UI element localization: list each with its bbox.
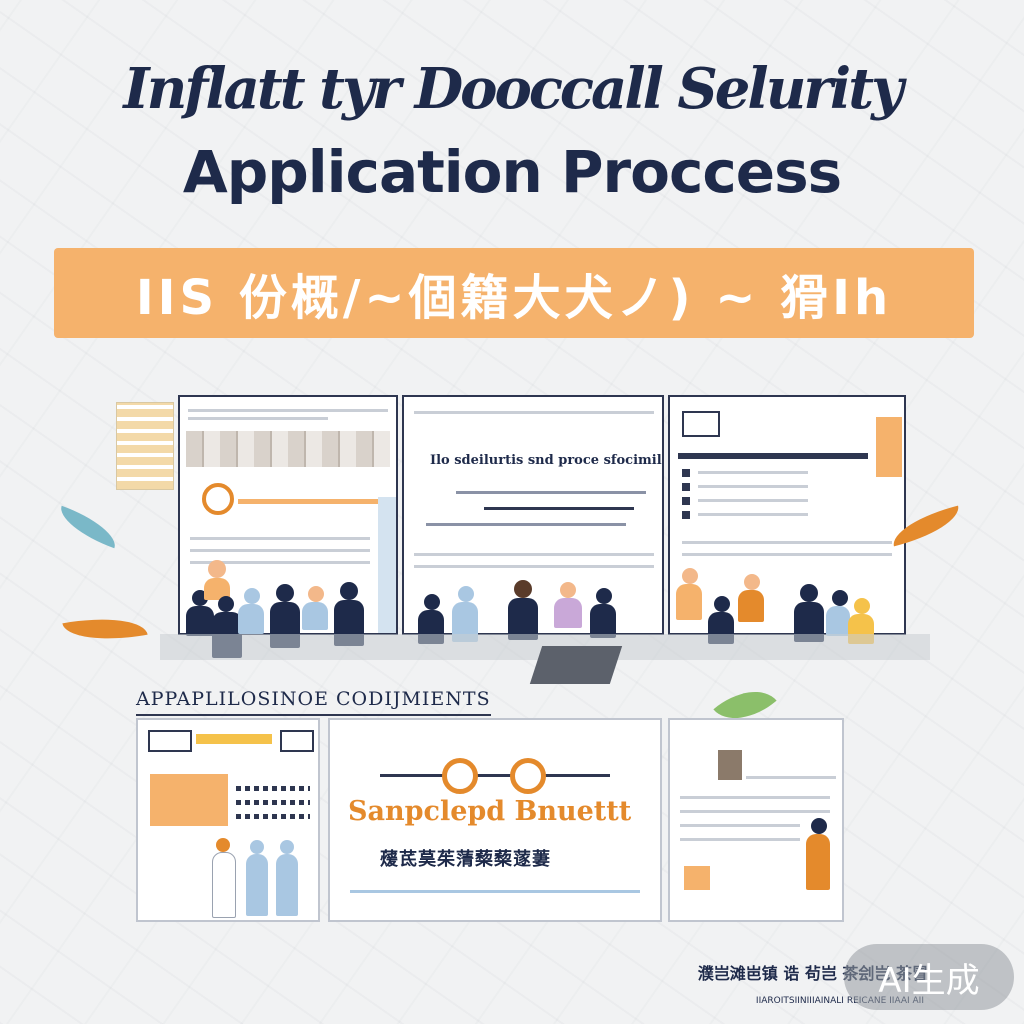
text-line [698, 471, 808, 474]
section-label: APPAPLILOSINOE CODIJMIENTS [136, 688, 491, 716]
divider-line [484, 507, 634, 510]
side-bar [378, 497, 396, 633]
panel-header-strip [186, 431, 390, 467]
text-line [414, 411, 654, 414]
bullet-list [682, 467, 690, 519]
panel-caption: Ilo sdeilurtis snd proce sfocimilatiis [430, 453, 662, 468]
text-line [682, 541, 892, 544]
page-title: Inflatt tyr Dooccall Selurity [123, 56, 903, 122]
text-line [680, 838, 800, 841]
footer-small-text: IIAROITSIINIIIAINALI REICANE IIAAI AII [755, 996, 924, 1006]
number-one-icon [876, 417, 902, 477]
text-line [414, 553, 654, 556]
dotted-line [236, 800, 310, 805]
text-line [698, 485, 808, 488]
text-line [190, 561, 370, 564]
documents-panel-1 [136, 718, 320, 922]
laptop-icon [529, 646, 623, 684]
process-panel-2: Ilo sdeilurtis snd proce sfocimilatiis [402, 395, 664, 635]
text-line [682, 553, 892, 556]
page-subtitle: Application Proccess [182, 138, 842, 206]
text-line [746, 776, 836, 779]
text-line [414, 565, 654, 568]
watermark-text: AI生成 [878, 960, 980, 1001]
text-line [680, 824, 800, 827]
table-icon [116, 402, 174, 490]
ring-icon [510, 758, 546, 794]
banner-text: IIS 份概/~個籍大犬ノ) ~ 猾Ih [135, 270, 893, 326]
dotted-line [236, 786, 310, 791]
input-box [280, 730, 314, 752]
divider-line [380, 774, 610, 777]
process-panel-1 [178, 395, 398, 635]
text-line [426, 523, 626, 526]
text-line [350, 890, 640, 893]
clock-icon [202, 483, 234, 515]
text-line [456, 491, 646, 494]
text-line [188, 409, 388, 412]
text-line [680, 796, 830, 799]
text-line [190, 537, 370, 540]
envelope-icon [682, 411, 720, 437]
text-line [188, 417, 328, 420]
text-line [680, 810, 830, 813]
highlight-bar [196, 734, 272, 744]
benefit-title: Sanpclepd Bnuettt [348, 796, 632, 827]
process-panel-3 [668, 395, 906, 635]
chair-icon [684, 866, 710, 890]
header-bar [678, 453, 868, 459]
ai-generated-watermark: AI生成 [844, 944, 1014, 1010]
text-line [698, 499, 808, 502]
documents-panel-2 [328, 718, 662, 922]
ring-icon [442, 758, 478, 794]
dotted-line [236, 814, 310, 819]
banner: IIS 份概/~個籍大犬ノ) ~ 猾Ih [54, 248, 974, 338]
mug-icon [718, 750, 742, 780]
benefit-subtitle: 蕿茋茣茱蔳蔾蔾蓫萋 [380, 849, 551, 870]
id-card [150, 774, 228, 826]
text-line [698, 513, 808, 516]
documents-panel-3 [668, 718, 844, 922]
text-line [190, 549, 370, 552]
divider-line [238, 499, 388, 504]
input-box [148, 730, 192, 752]
